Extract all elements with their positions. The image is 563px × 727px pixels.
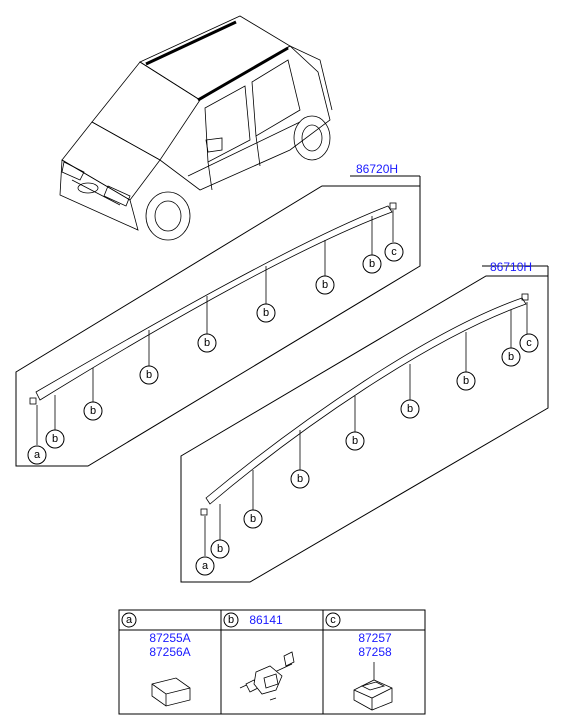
assembly-outline: [180, 275, 549, 583]
legend-part-number[interactable]: 87256A: [149, 645, 190, 659]
callout-b[interactable]: b: [290, 469, 310, 489]
callout-c[interactable]: c: [384, 242, 404, 262]
svg-text:b: b: [146, 369, 152, 381]
legend-column-a: a 87255A 87256A: [121, 612, 191, 707]
svg-text:b: b: [52, 433, 58, 445]
svg-text:a: a: [34, 449, 41, 461]
callout-b[interactable]: b: [210, 539, 230, 559]
legend-part-number[interactable]: 87257: [358, 631, 392, 645]
svg-text:b: b: [508, 351, 514, 363]
svg-text:b: b: [322, 279, 328, 291]
roof-rail-moulding: [35, 205, 393, 401]
svg-text:a: a: [126, 614, 133, 626]
assembly-86710h: 86710H a b b b b b b b c: [180, 260, 549, 583]
callout-b[interactable]: b: [345, 431, 365, 451]
svg-text:b: b: [352, 435, 358, 447]
svg-text:c: c: [330, 614, 336, 626]
callout-c[interactable]: c: [519, 333, 539, 353]
parts-legend-table: a 87255A 87256A b 86141 c: [118, 609, 426, 715]
svg-text:c: c: [526, 337, 532, 349]
callout-b[interactable]: b: [501, 347, 521, 367]
callout-b[interactable]: b: [315, 275, 335, 295]
svg-text:b: b: [228, 614, 234, 626]
svg-text:b: b: [250, 513, 256, 525]
legend-part-number[interactable]: 86141: [249, 613, 283, 627]
svg-text:b: b: [90, 405, 96, 417]
callout-b[interactable]: b: [362, 254, 382, 274]
end-clip-a: [200, 508, 208, 516]
svg-text:b: b: [263, 307, 269, 319]
legend-letter-a: a: [121, 612, 137, 628]
assembly-86720h: 86720H a b b b b b b b c: [15, 162, 421, 467]
legend-column-b: b 86141: [223, 612, 295, 701]
svg-text:c: c: [391, 246, 397, 258]
callout-b[interactable]: b: [45, 429, 65, 449]
callout-b[interactable]: b: [83, 401, 103, 421]
svg-text:b: b: [297, 473, 303, 485]
legend-part-number[interactable]: 87255A: [149, 631, 190, 645]
rear-end-clip-sketch: [353, 662, 393, 711]
end-cap-clip-sketch: [151, 677, 191, 707]
callout-b[interactable]: b: [400, 399, 420, 419]
svg-text:b: b: [369, 258, 375, 270]
assembly-outline: [15, 185, 421, 467]
end-clip-a: [29, 397, 37, 405]
svg-text:b: b: [204, 337, 210, 349]
legend-letter-b: b: [223, 612, 239, 628]
callout-b[interactable]: b: [139, 365, 159, 385]
callout-b[interactable]: b: [256, 303, 276, 323]
svg-text:b: b: [407, 403, 413, 415]
callout-b[interactable]: b: [243, 509, 263, 529]
assembly-part-number[interactable]: 86710H: [490, 260, 532, 274]
callout-b[interactable]: b: [456, 371, 476, 391]
callout-a[interactable]: a: [195, 556, 215, 576]
end-clip-c: [389, 202, 397, 210]
svg-text:a: a: [202, 560, 209, 572]
legend-letter-c: c: [325, 612, 341, 628]
svg-text:b: b: [217, 543, 223, 555]
rail-clip-sketch: [239, 651, 295, 701]
assembly-part-number[interactable]: 86720H: [356, 162, 398, 176]
end-clip-c: [521, 293, 529, 301]
legend-column-c: c 87257 87258: [325, 612, 393, 711]
svg-text:b: b: [463, 375, 469, 387]
callout-a[interactable]: a: [27, 445, 47, 465]
roof-rail-moulding: [205, 297, 527, 505]
callout-b[interactable]: b: [197, 333, 217, 353]
vehicle-illustration: [59, 15, 333, 241]
legend-part-number[interactable]: 87258: [358, 645, 392, 659]
